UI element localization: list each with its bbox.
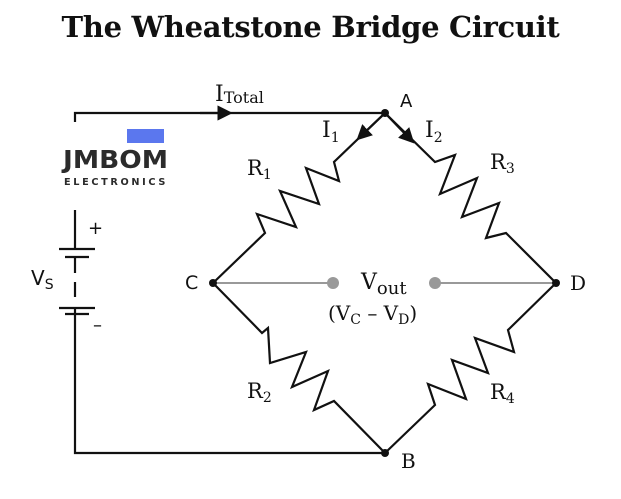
probe-terminal-d xyxy=(429,277,441,289)
node-d-dot xyxy=(552,279,560,287)
node-a-label: A xyxy=(400,91,413,112)
resistor-r2-label: R2 xyxy=(247,379,272,406)
battery-plus-sign: + xyxy=(88,218,103,239)
node-c-dot xyxy=(209,279,217,287)
resistor-r4 xyxy=(384,282,557,454)
node-b-label: B xyxy=(401,449,416,473)
resistor-r2 xyxy=(212,282,386,454)
jmbom-logo: JMBOM ELECTRONICS xyxy=(61,129,168,188)
output-voltage-label: Vout xyxy=(360,270,407,299)
source-voltage-label: VS xyxy=(31,266,54,293)
diagram-title: The Wheatstone Bridge Circuit xyxy=(61,10,560,44)
current-total-label: ITotal xyxy=(215,82,264,107)
probe-terminal-c xyxy=(327,277,339,289)
node-b-dot xyxy=(381,449,389,457)
logo-name: JMBOM xyxy=(61,145,168,174)
resistor-r3-label: R3 xyxy=(490,150,515,177)
battery-minus-sign: – xyxy=(93,315,102,336)
current-i2-label: I2 xyxy=(425,118,443,146)
resistor-r1-label: R1 xyxy=(247,156,272,183)
node-c-label: C xyxy=(185,272,198,294)
wire-left-lower xyxy=(73,314,385,455)
resistor-r4-label: R4 xyxy=(490,380,515,407)
output-voltage-formula: (VC – VD) xyxy=(328,301,417,328)
resistor-r1 xyxy=(212,112,386,284)
arrow-i2 xyxy=(384,112,415,144)
logo-subtitle: ELECTRONICS xyxy=(64,177,168,188)
arrow-i1 xyxy=(356,112,386,141)
wire-top xyxy=(73,111,385,122)
node-d-label: D xyxy=(570,271,586,295)
resistor-r3 xyxy=(384,112,557,284)
voltage-source-battery xyxy=(59,247,95,316)
node-a-dot xyxy=(381,109,389,117)
current-i1-label: I1 xyxy=(322,118,340,146)
logo-accent-bar xyxy=(127,129,164,143)
